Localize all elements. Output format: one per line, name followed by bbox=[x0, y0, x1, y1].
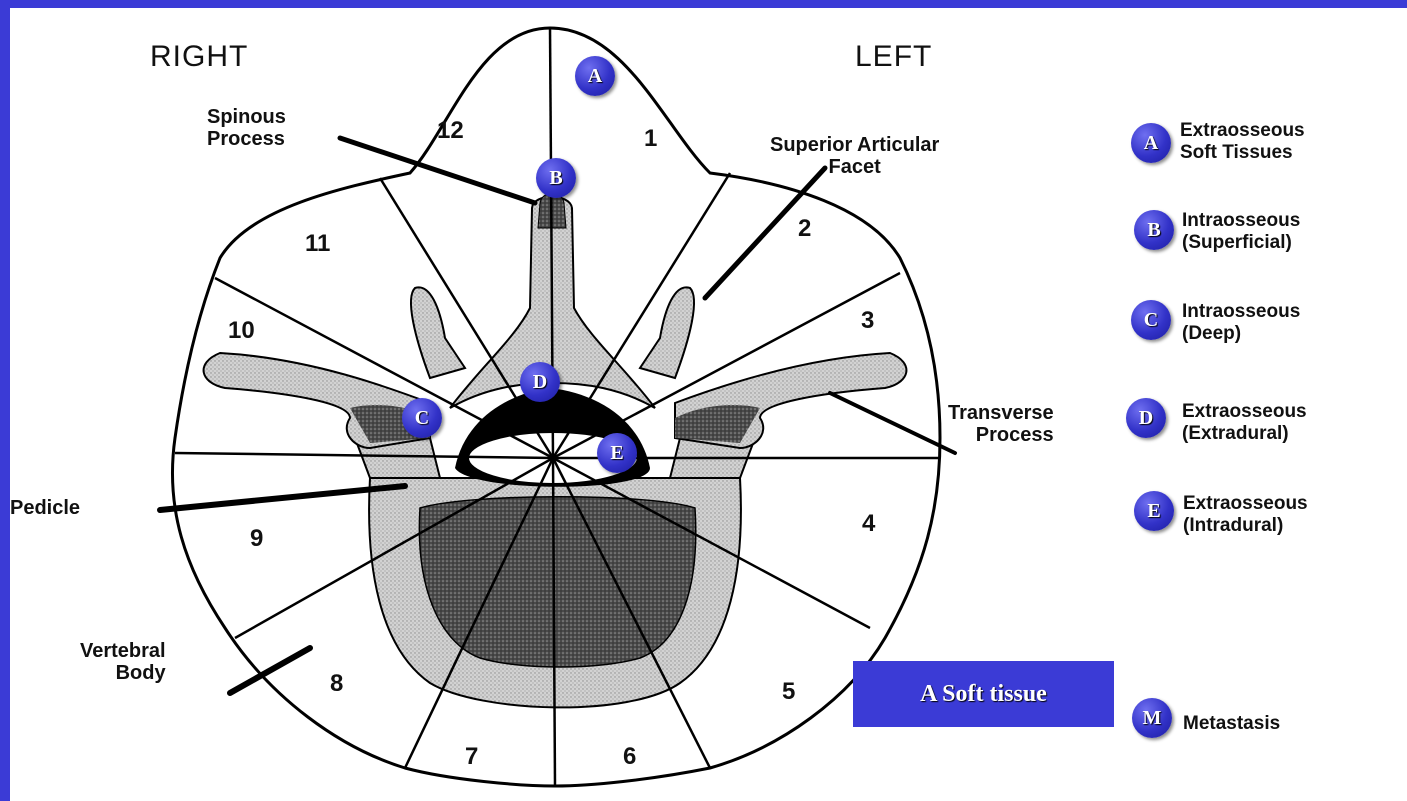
heading-right: RIGHT bbox=[150, 40, 248, 74]
legend-text-metastasis: Metastasis bbox=[1183, 713, 1280, 735]
legend-text-d: Extraosseous (Extradural) bbox=[1182, 401, 1307, 445]
badge-c: C bbox=[402, 398, 442, 438]
zone-10: 10 bbox=[228, 320, 255, 342]
legend-text-e: Extraosseous (Intradural) bbox=[1183, 493, 1308, 537]
badge-d: D bbox=[520, 362, 560, 402]
zone-5: 5 bbox=[782, 681, 795, 703]
vertebral-body-inner bbox=[419, 497, 695, 667]
zone-6: 6 bbox=[623, 746, 636, 768]
zone-12: 12 bbox=[437, 120, 464, 142]
legend-badge-d: D bbox=[1126, 398, 1166, 438]
label-transverse-process: Transverse Process bbox=[948, 402, 1054, 446]
label-spinous-process: Spinous Process bbox=[207, 106, 286, 150]
badge-b: B bbox=[536, 158, 576, 198]
legend-text-a: Extraosseous Soft Tissues bbox=[1180, 120, 1305, 164]
legend-badge-a: A bbox=[1131, 123, 1171, 163]
label-vertebral-body: Vertebral Body bbox=[80, 640, 166, 684]
badge-a: A bbox=[575, 56, 615, 96]
legend-text-b: Intraosseous (Superficial) bbox=[1182, 210, 1300, 254]
legend-text-c: Intraosseous (Deep) bbox=[1182, 301, 1300, 345]
soft-tissue-box: A Soft tissue bbox=[853, 661, 1114, 727]
slide-canvas: 12 1 2 3 4 5 6 7 8 9 10 11 RIGHT LEFT Sp… bbox=[10, 8, 1407, 801]
zone-11: 11 bbox=[305, 233, 330, 255]
legend-badge-c: C bbox=[1131, 300, 1171, 340]
zone-7: 7 bbox=[465, 746, 478, 768]
legend-badge-e: E bbox=[1134, 491, 1174, 531]
zone-1: 1 bbox=[644, 128, 657, 150]
legend-badge-m: M bbox=[1132, 698, 1172, 738]
zone-9: 9 bbox=[250, 528, 263, 550]
zone-4: 4 bbox=[862, 513, 875, 535]
label-superior-articular-facet: Superior Articular Facet bbox=[770, 134, 939, 178]
heading-left: LEFT bbox=[855, 40, 932, 74]
zone-8: 8 bbox=[330, 673, 343, 695]
zone-3: 3 bbox=[861, 310, 874, 332]
zone-2: 2 bbox=[798, 218, 811, 240]
legend-badge-b: B bbox=[1134, 210, 1174, 250]
badge-e: E bbox=[597, 433, 637, 473]
label-pedicle: Pedicle bbox=[10, 497, 80, 519]
